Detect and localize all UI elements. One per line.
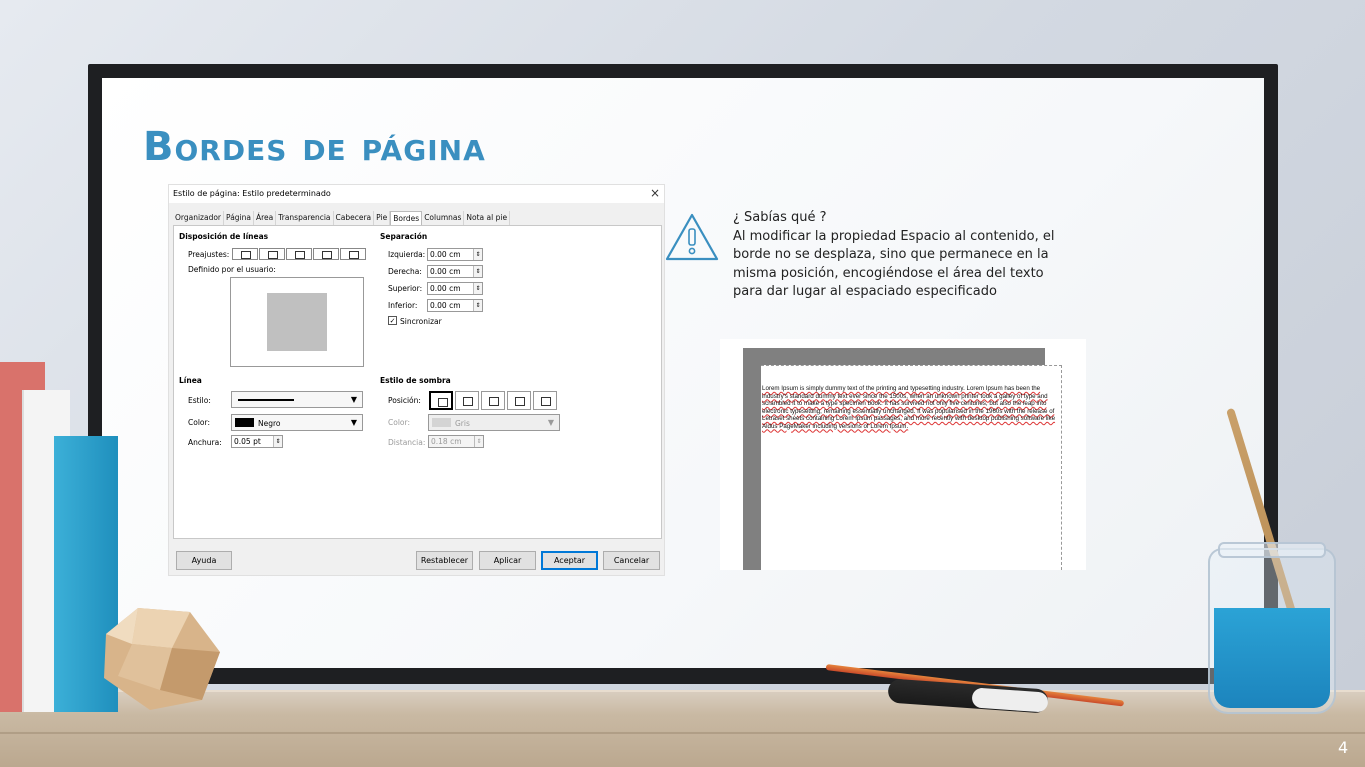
borders-panel: Disposición de líneas Preajustes: Defini… <box>173 225 662 539</box>
border-preview[interactable] <box>230 277 364 367</box>
shadow-heading: Estilo de sombra <box>380 376 451 385</box>
spinner-arrows-icon[interactable]: ⇕ <box>473 300 482 311</box>
spinner-arrows-icon[interactable]: ⇕ <box>473 283 482 294</box>
line-width-field[interactable]: 0.05 pt ⇕ <box>231 435 283 448</box>
line-width-value: 0.05 pt <box>234 437 261 446</box>
shadow-distance-value: 0.18 cm <box>431 437 462 446</box>
tip-box: ¿ Sabías qué ? Al modificar la propiedad… <box>733 209 1073 302</box>
dialog-titlebar: Estilo de página: Estilo predeterminado … <box>169 185 664 203</box>
tab-columnas[interactable]: Columnas <box>422 211 465 225</box>
tab-area[interactable]: Área <box>254 211 277 225</box>
cancel-button[interactable]: Cancelar <box>603 551 660 570</box>
spinner-arrows-icon[interactable]: ⇕ <box>273 436 282 447</box>
wooden-shelf <box>0 690 1365 767</box>
dialog-title: Estilo de página: Estilo predeterminado <box>173 189 331 198</box>
chevron-down-icon: ▼ <box>350 418 357 427</box>
line-style-select[interactable]: ▼ <box>231 391 363 408</box>
presets-row <box>232 248 367 260</box>
chevron-down-icon: ▼ <box>547 418 554 427</box>
presets-label: Preajustes: <box>188 250 230 259</box>
shadow-top-right-button[interactable] <box>481 391 505 410</box>
sync-label: Sincronizar <box>400 317 442 326</box>
tab-bordes[interactable]: Bordes <box>390 211 423 225</box>
tab-organizador[interactable]: Organizador <box>173 211 225 225</box>
shadow-none-button[interactable] <box>429 391 453 410</box>
spacing-heading: Separación <box>380 232 428 241</box>
line-width-label: Anchura: <box>188 438 222 447</box>
tab-pagina[interactable]: Página <box>224 211 254 225</box>
tip-heading: ¿ Sabías qué ? <box>733 210 827 225</box>
shadow-position-row <box>429 391 559 410</box>
wooden-polyhedron <box>104 608 220 710</box>
line-arrangement-heading: Disposición de líneas <box>179 232 269 241</box>
shadow-distance-label: Distancia: <box>388 438 426 447</box>
water-jar <box>1208 542 1336 714</box>
shadow-top-left-button[interactable] <box>533 391 557 410</box>
page-style-dialog: Estilo de página: Estilo predeterminado … <box>168 184 665 576</box>
spinner-arrows-icon[interactable]: ⇕ <box>473 266 482 277</box>
shadow-color-label: Color: <box>388 418 410 427</box>
jar-water <box>1214 608 1330 708</box>
slide-page-number: 4 <box>1338 738 1349 757</box>
color-swatch <box>235 418 254 427</box>
page-preview-sheet <box>761 365 1062 570</box>
preset-left-right-button[interactable] <box>286 248 312 260</box>
preset-left-button[interactable] <box>340 248 366 260</box>
preset-none-button[interactable] <box>232 248 258 260</box>
page-preview-image: Lorem Ipsum is simply dummy text of the … <box>720 339 1086 570</box>
tab-nota-al-pie[interactable]: Nota al pie <box>464 211 511 225</box>
spinner-arrows-icon[interactable]: ⇕ <box>474 436 483 447</box>
warning-icon <box>665 213 719 261</box>
line-color-label: Color: <box>188 418 210 427</box>
user-defined-label: Definido por el usuario: <box>188 265 276 274</box>
spacing-bottom-value: 0.00 cm <box>430 301 461 310</box>
spacing-top-value: 0.00 cm <box>430 284 461 293</box>
spacing-top-label: Superior: <box>388 284 423 293</box>
tab-pie[interactable]: Pie <box>374 211 391 225</box>
chevron-down-icon: ▼ <box>350 395 357 404</box>
spacing-top-field[interactable]: 0.00 cm ⇕ <box>427 282 483 295</box>
ok-button[interactable]: Aceptar <box>541 551 598 570</box>
shadow-color-value: Gris <box>455 419 470 428</box>
slide-title: Bordes de página <box>143 124 486 170</box>
spacing-left-value: 0.00 cm <box>430 250 461 259</box>
dialog-tabs: Organizador Página Área Transparencia Ca… <box>173 211 511 225</box>
jar-rim <box>1218 542 1326 558</box>
shadow-distance-field[interactable]: 0.18 cm ⇕ <box>428 435 484 448</box>
shadow-color-select[interactable]: Gris ▼ <box>428 414 560 431</box>
spacing-right-value: 0.00 cm <box>430 267 461 276</box>
line-heading: Línea <box>179 376 202 385</box>
shadow-bottom-right-button[interactable] <box>455 391 479 410</box>
preset-box-button[interactable] <box>259 248 285 260</box>
spacing-left-label: Izquierda: <box>388 250 426 259</box>
spacing-bottom-label: Inferior: <box>388 301 418 310</box>
page-preview-text: Lorem Ipsum is simply dummy text of the … <box>762 385 1056 430</box>
help-button[interactable]: Ayuda <box>176 551 232 570</box>
line-style-label: Estilo: <box>188 396 211 405</box>
tab-cabecera[interactable]: Cabecera <box>334 211 375 225</box>
tab-transparencia[interactable]: Transparencia <box>276 211 334 225</box>
tip-body: Al modificar la propiedad Espacio al con… <box>733 228 1055 300</box>
spacing-bottom-field[interactable]: 0.00 cm ⇕ <box>427 299 483 312</box>
color-swatch <box>432 418 451 427</box>
border-preview-page <box>267 293 327 351</box>
sync-checkbox[interactable]: ✓ <box>388 316 397 325</box>
preset-top-bottom-button[interactable] <box>313 248 339 260</box>
shadow-position-label: Posición: <box>388 396 421 405</box>
close-icon[interactable]: × <box>649 186 660 200</box>
apply-button[interactable]: Aplicar <box>479 551 536 570</box>
spinner-arrows-icon[interactable]: ⇕ <box>473 249 482 260</box>
spacing-right-label: Derecha: <box>388 267 422 276</box>
spacing-left-field[interactable]: 0.00 cm ⇕ <box>427 248 483 261</box>
reset-button[interactable]: Restablecer <box>416 551 473 570</box>
line-color-select[interactable]: Negro ▼ <box>231 414 363 431</box>
line-color-value: Negro <box>258 419 281 428</box>
spacing-right-field[interactable]: 0.00 cm ⇕ <box>427 265 483 278</box>
line-style-sample <box>238 399 294 401</box>
shadow-bottom-left-button[interactable] <box>507 391 531 410</box>
